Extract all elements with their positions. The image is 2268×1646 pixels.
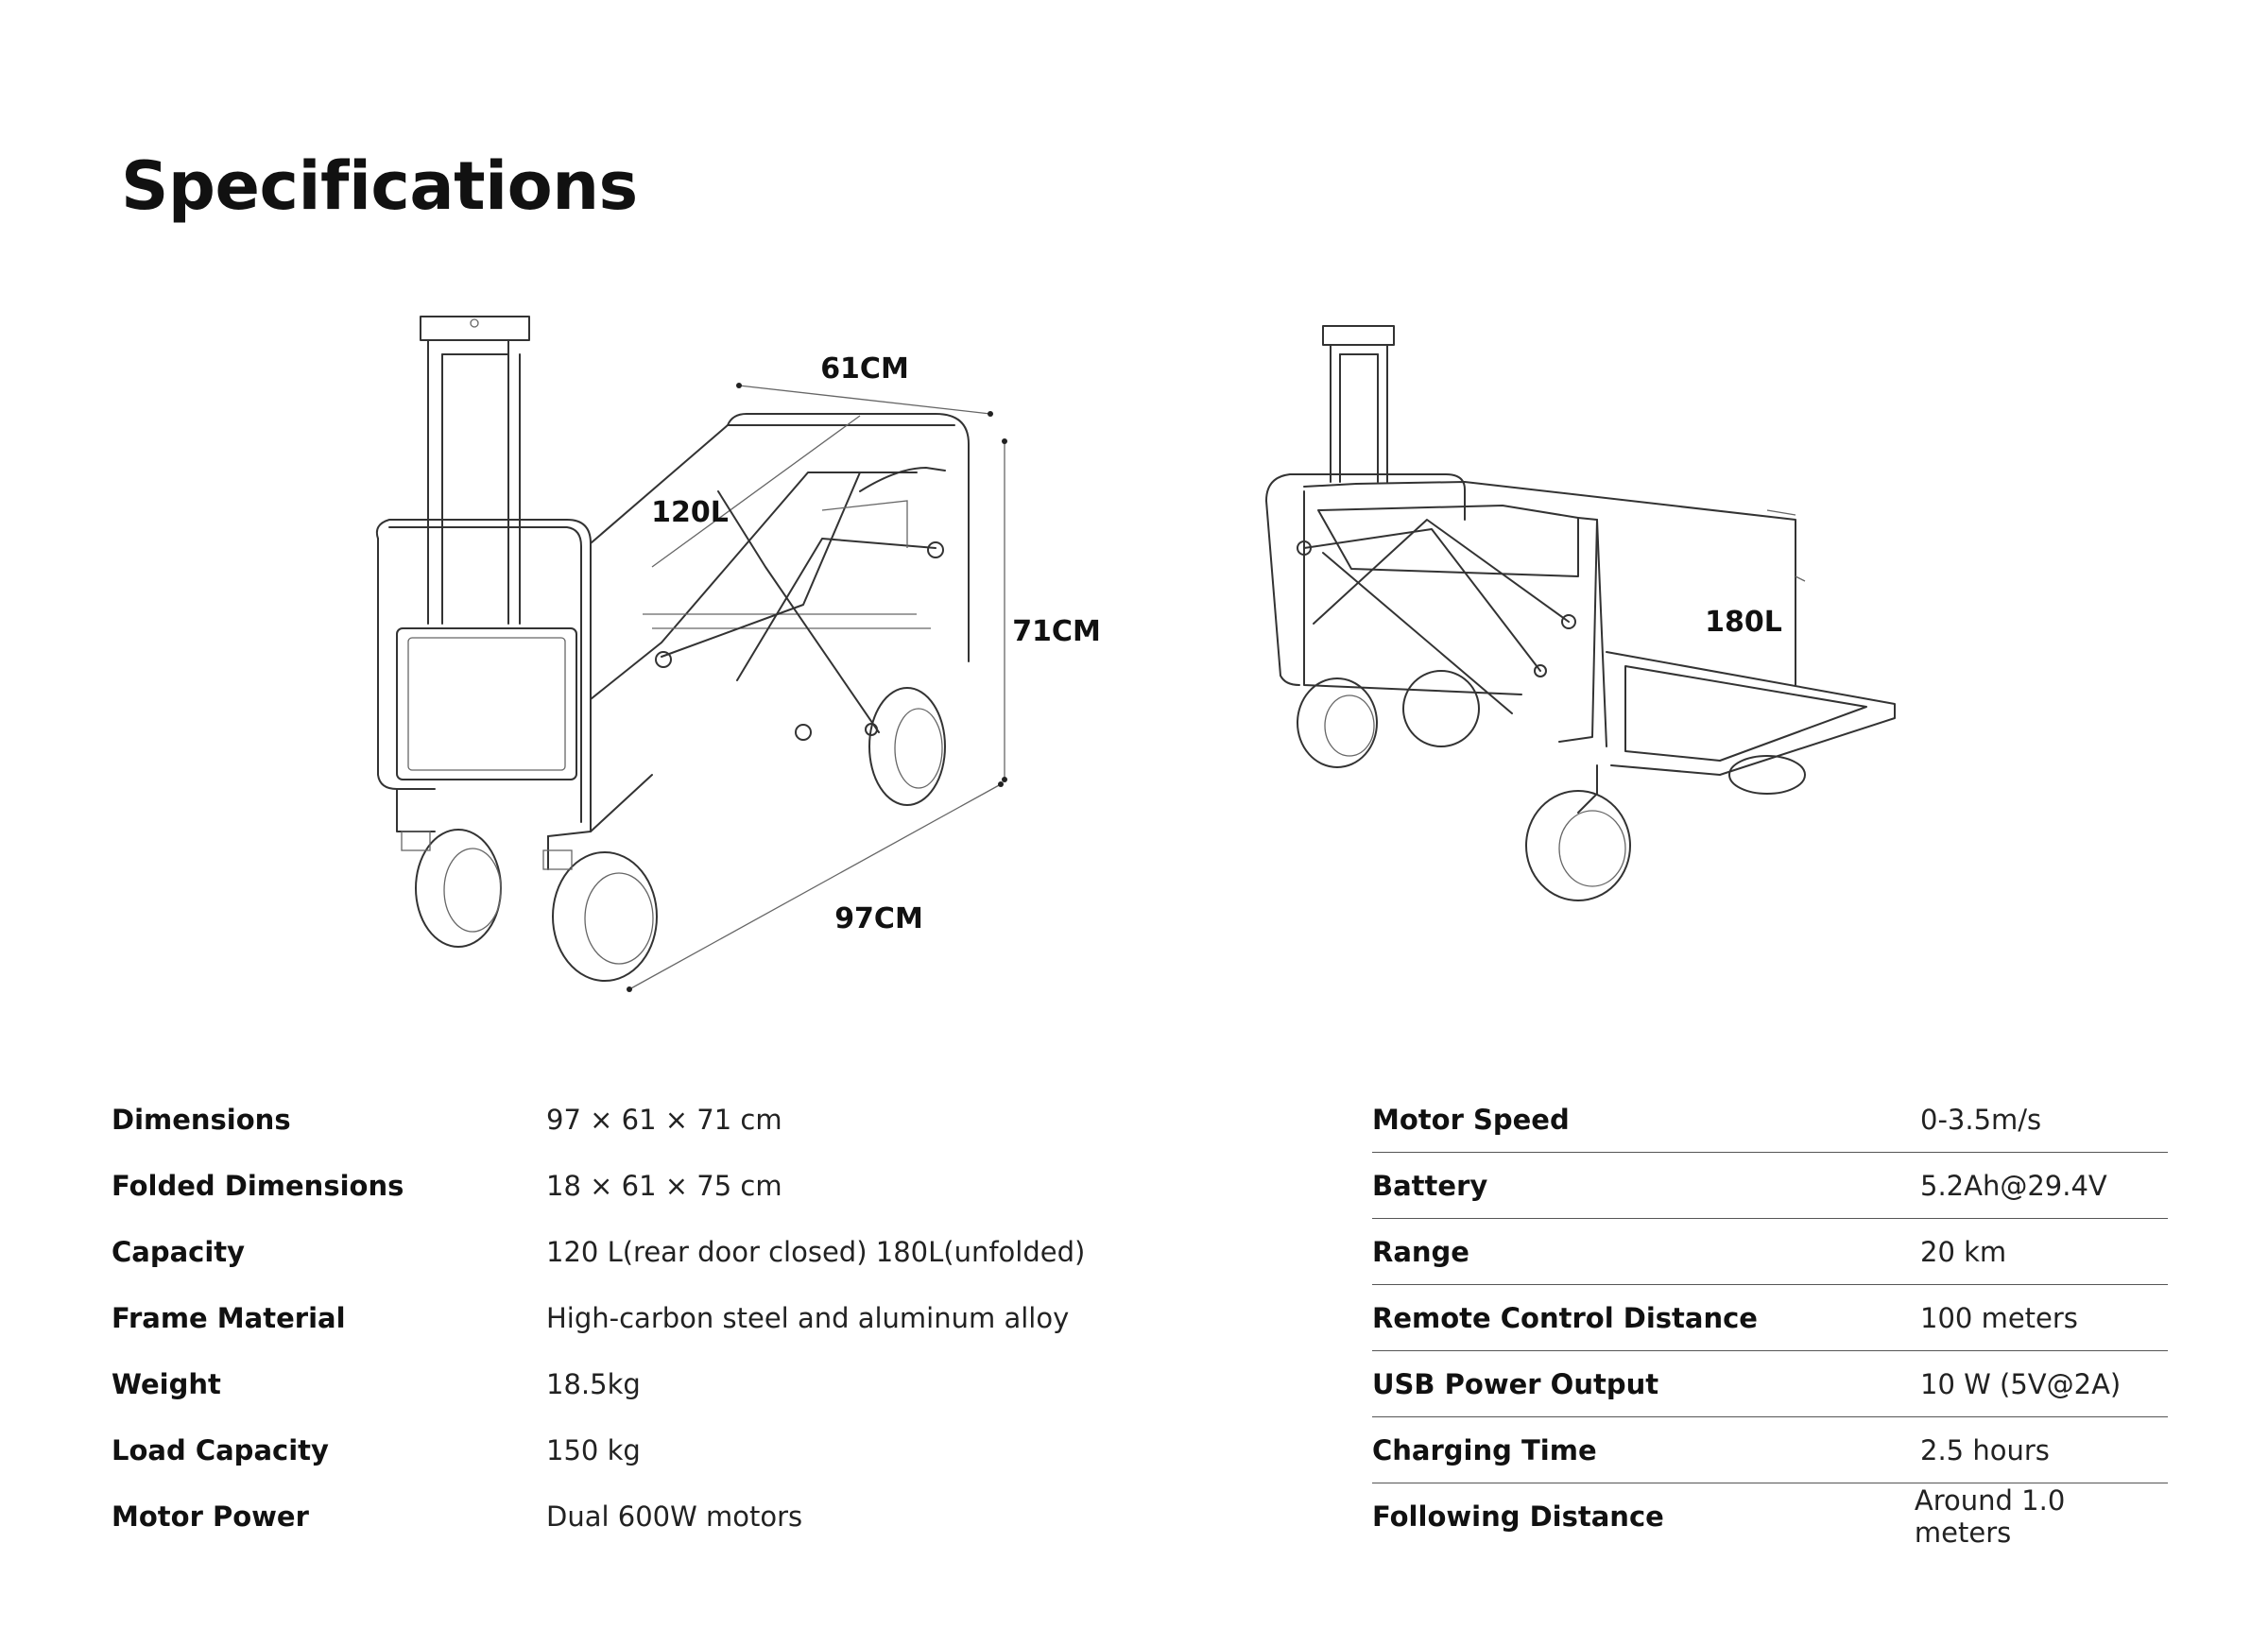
spec-label: Capacity [112, 1236, 246, 1268]
spec-value: 150 kg [546, 1434, 641, 1466]
volume-label-closed: 120L [651, 496, 729, 529]
spec-label: Frame Material [112, 1302, 346, 1334]
spec-row-motor-power: Motor Power Dual 600W motors [112, 1483, 1227, 1550]
spec-value: 100 meters [1920, 1301, 2078, 1334]
spec-row-capacity: Capacity 120 L(rear door closed) 180L(un… [112, 1219, 1227, 1285]
wagon-body-drawing [375, 413, 970, 837]
spec-label: Range [1372, 1235, 1469, 1268]
wagon-unfolded-diagram: 180L [1238, 321, 1947, 907]
wagon-dimensions-diagram: 61CM 120L 71CM 97CM [331, 302, 1115, 1011]
spec-label: Folded Dimensions [112, 1170, 404, 1202]
spec-row-frame-material: Frame Material High-carbon steel and alu… [112, 1285, 1227, 1351]
spec-value: Around 1.0 meters [1914, 1484, 2066, 1549]
spec-value: 97 × 61 × 71 cm [546, 1104, 782, 1136]
spec-value: High-carbon steel and aluminum alloy [546, 1302, 1070, 1334]
spec-row-folded-dimensions: Folded Dimensions 18 × 61 × 75 cm [112, 1153, 1227, 1219]
specs-table-right: Motor Speed 0-3.5m/s Battery 5.2Ah@29.4V… [1372, 1087, 2168, 1550]
volume-label-unfolded: 180L [1705, 606, 1782, 639]
spec-label: Battery [1372, 1169, 1488, 1202]
handle-drawing-unfolded [1322, 325, 1395, 483]
spec-label: Motor Speed [1372, 1103, 1570, 1136]
spec-label: Remote Control Distance [1372, 1301, 1758, 1334]
wagon-body-drawing-unfolded [1265, 473, 1896, 776]
spec-value: 18.5kg [546, 1368, 641, 1400]
specs-table-left: Dimensions 97 × 61 × 71 cm Folded Dimens… [112, 1087, 1227, 1550]
spec-label: Load Capacity [112, 1434, 329, 1466]
spec-row-dimensions: Dimensions 97 × 61 × 71 cm [112, 1087, 1227, 1153]
page-title: Specifications [121, 147, 638, 225]
spec-value: Dual 600W motors [546, 1500, 803, 1533]
spec-row-following-distance: Following Distance Around 1.0 meters [1372, 1483, 2168, 1550]
height-dimension-label: 71CM [1012, 615, 1101, 648]
spec-label: USB Power Output [1372, 1367, 1659, 1400]
wheels-drawing-unfolded [1297, 670, 1806, 901]
width-dimension-label: 61CM [820, 352, 909, 386]
spec-row-usb-power-output: USB Power Output 10 W (5V@2A) [1372, 1351, 2168, 1417]
spec-label: Weight [112, 1368, 221, 1400]
spec-label: Motor Power [112, 1500, 309, 1533]
spec-row-range: Range 20 km [1372, 1219, 2168, 1285]
spec-value: 5.2Ah@29.4V [1920, 1169, 2107, 1202]
spec-value: 20 km [1920, 1235, 2007, 1268]
spec-label: Following Distance [1372, 1500, 1664, 1533]
spec-row-weight: Weight 18.5kg [112, 1351, 1227, 1417]
spec-value: 18 × 61 × 75 cm [546, 1170, 782, 1202]
spec-label: Dimensions [112, 1104, 291, 1136]
spec-row-battery: Battery 5.2Ah@29.4V [1372, 1153, 2168, 1219]
spec-row-remote-control-distance: Remote Control Distance 100 meters [1372, 1285, 2168, 1351]
spec-row-motor-speed: Motor Speed 0-3.5m/s [1372, 1087, 2168, 1153]
spec-value: 2.5 hours [1920, 1433, 2050, 1466]
wheels-drawing [396, 687, 946, 982]
spec-value: 0-3.5m/s [1920, 1103, 2042, 1136]
length-dimension-label: 97CM [834, 902, 923, 935]
spec-value: 10 W (5V@2A) [1920, 1367, 2122, 1400]
handle-drawing [420, 316, 530, 625]
dimension-lines [627, 383, 1007, 992]
spec-row-load-capacity: Load Capacity 150 kg [112, 1417, 1227, 1483]
spec-value: 120 L(rear door closed) 180L(unfolded) [546, 1236, 1086, 1268]
spec-row-charging-time: Charging Time 2.5 hours [1372, 1417, 2168, 1483]
spec-label: Charging Time [1372, 1433, 1597, 1466]
